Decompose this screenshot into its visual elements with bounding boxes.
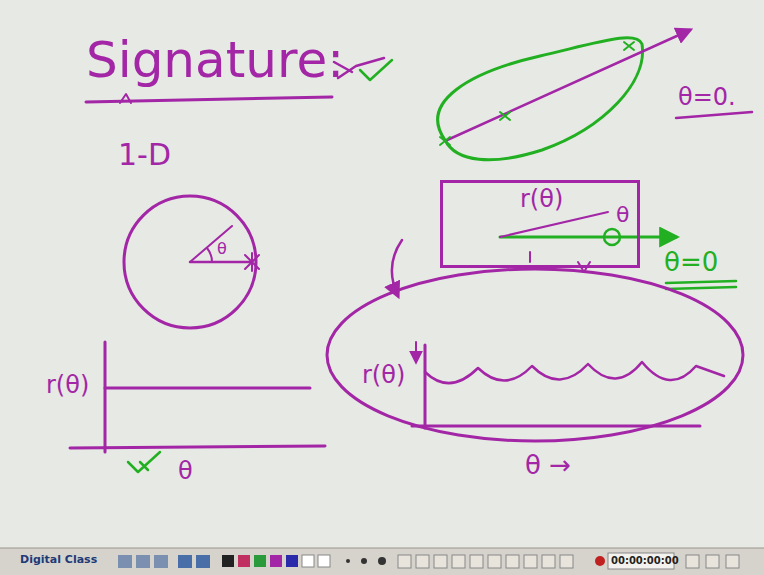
title: Signature: xyxy=(86,32,344,90)
toolbar xyxy=(0,548,764,575)
shape-label: θ xyxy=(217,240,227,258)
check-mark xyxy=(360,60,392,80)
dimension-label: 1-D xyxy=(118,138,171,173)
axis-label: r(θ) xyxy=(46,372,89,400)
underline xyxy=(666,281,736,289)
start-point xyxy=(604,229,620,245)
check-mark xyxy=(128,452,160,472)
shape-label: r(θ) xyxy=(362,362,405,390)
radius-line xyxy=(190,226,232,262)
rectangle-shape: r(θ) θ xyxy=(440,180,640,268)
axis-label: θ xyxy=(178,458,193,486)
zero-axis xyxy=(500,236,676,239)
angle-arc xyxy=(207,248,212,262)
signature-curve xyxy=(425,362,724,383)
timer-label: 00:00:00:00 xyxy=(611,555,679,567)
signature-plot: r(θ)θ → xyxy=(325,267,745,443)
shape-label: r(θ) xyxy=(520,186,563,214)
y-axis xyxy=(424,345,427,428)
radius-line xyxy=(190,261,252,264)
angle-label: θ=0 xyxy=(664,248,718,278)
x-axis xyxy=(70,446,325,448)
toolbar-buttons xyxy=(118,553,739,569)
shape-outline xyxy=(122,194,258,330)
radius-line xyxy=(500,212,608,237)
shape-label: θ xyxy=(616,202,629,227)
pointer-arc xyxy=(392,240,402,296)
toolbar-label: Digital Class xyxy=(20,554,97,567)
reference-ray xyxy=(445,30,690,141)
angle-label: θ=0. xyxy=(678,84,736,112)
constant-signature xyxy=(105,387,310,390)
board xyxy=(0,0,764,548)
shape-outline xyxy=(325,267,745,443)
underline xyxy=(676,112,752,118)
y-axis xyxy=(104,342,107,452)
shape-label: θ → xyxy=(525,451,571,481)
circle-shape: θ xyxy=(122,194,258,330)
